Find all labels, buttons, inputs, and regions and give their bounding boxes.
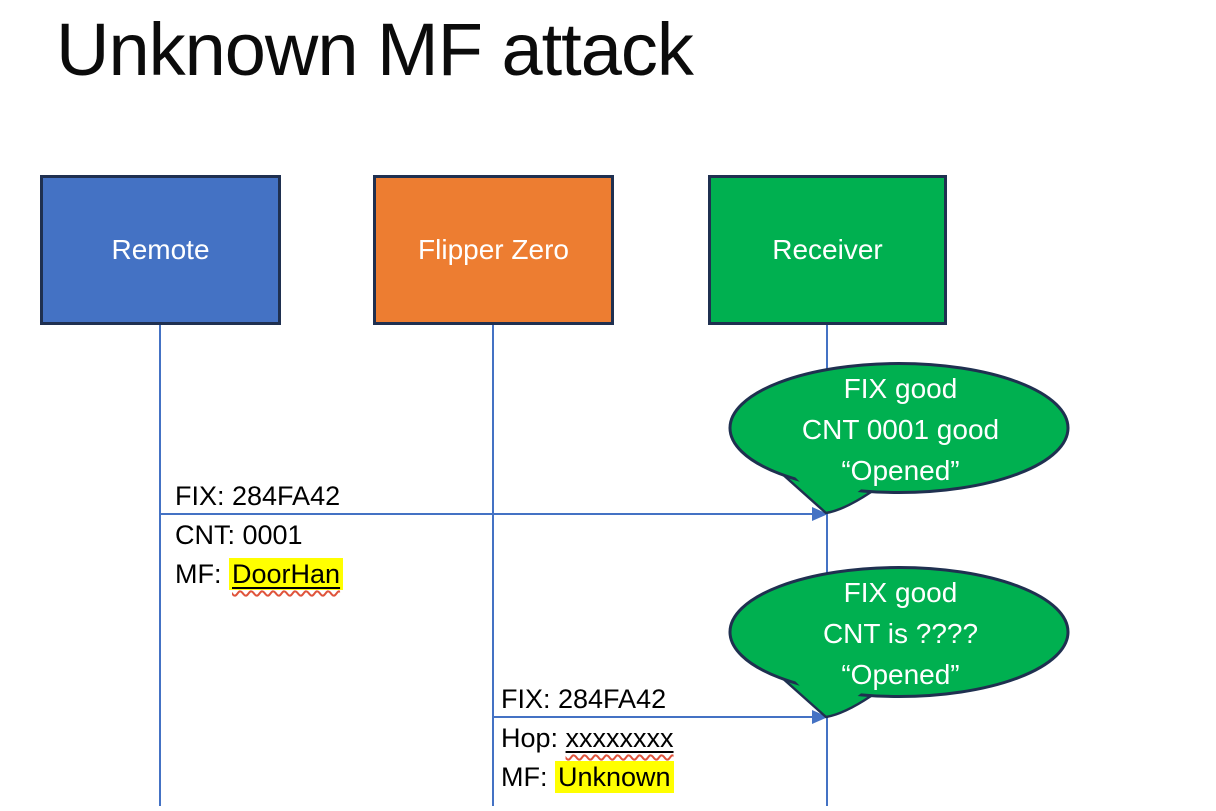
field-label: Hop: bbox=[501, 723, 566, 753]
bubble1-text: FIX good CNT 0001 good “Opened” bbox=[728, 368, 1073, 491]
bubble1-line2: CNT 0001 good bbox=[801, 414, 1000, 445]
actor-box-remote: Remote bbox=[40, 175, 281, 325]
lifeline-flipper bbox=[492, 325, 494, 806]
speech-bubble-2: FIX good CNT is ???? “Opened” bbox=[718, 559, 1083, 731]
lifeline-remote bbox=[159, 325, 161, 806]
arrow-line bbox=[160, 513, 815, 515]
highlighted-token: Unknown bbox=[555, 761, 674, 793]
misspelled-token: xxxxxxxx bbox=[566, 723, 674, 753]
actor-box-receiver: Receiver bbox=[708, 175, 947, 325]
arrow-line bbox=[493, 716, 815, 718]
speech-bubble-shape bbox=[728, 362, 1070, 515]
bubble2-line2: CNT is ???? bbox=[822, 618, 979, 649]
message2-labels: FIX: 284FA42 Hop: xxxxxxxx MF: Unknown bbox=[501, 680, 674, 797]
lifeline-receiver bbox=[826, 325, 828, 806]
message1-line-cnt: CNT: 0001 bbox=[175, 520, 303, 550]
misspelled-token-text: xxxxxxxx bbox=[565, 723, 674, 753]
message1-line-mf: MF: DoorHan bbox=[175, 555, 344, 594]
message2-line-hop: Hop: xxxxxxxx bbox=[501, 719, 674, 758]
slide-title: Unknown MF attack bbox=[56, 8, 694, 91]
message2-line-mf: MF: Unknown bbox=[501, 758, 674, 797]
actor-box-flipper-zero: Flipper Zero bbox=[373, 175, 614, 325]
speech-bubble-1: FIX good CNT 0001 good “Opened” bbox=[718, 355, 1083, 527]
message1-line-fix: FIX: 284FA42 bbox=[175, 481, 341, 511]
bubble-tail-joint bbox=[784, 670, 864, 712]
field-label: MF: bbox=[501, 762, 555, 792]
actor-label-remote: Remote bbox=[111, 234, 210, 265]
actor-label-flipper-zero: Flipper Zero bbox=[418, 234, 569, 265]
speech-bubble-shape bbox=[728, 566, 1070, 719]
bubble2-text: FIX good CNT is ???? “Opened” bbox=[728, 572, 1073, 695]
bubble-ellipse bbox=[728, 362, 1070, 494]
highlighted-token-text: DoorHan bbox=[232, 559, 341, 589]
bubble-ellipse bbox=[728, 566, 1070, 698]
highlighted-token: DoorHan bbox=[229, 558, 344, 590]
bubble1-line3: “Opened” bbox=[841, 455, 960, 486]
field-label: MF: bbox=[175, 559, 229, 589]
message1-labels: FIX: 284FA42 CNT: 0001 MF: DoorHan bbox=[175, 477, 344, 594]
bubble-tail-joint bbox=[784, 466, 864, 508]
actor-label-receiver: Receiver bbox=[772, 234, 883, 265]
message2-line-fix: FIX: 284FA42 bbox=[501, 684, 667, 714]
bubble1-line1: FIX good bbox=[843, 373, 958, 404]
bubble2-line3: “Opened” bbox=[841, 659, 960, 690]
bubble2-line1: FIX good bbox=[843, 577, 958, 608]
